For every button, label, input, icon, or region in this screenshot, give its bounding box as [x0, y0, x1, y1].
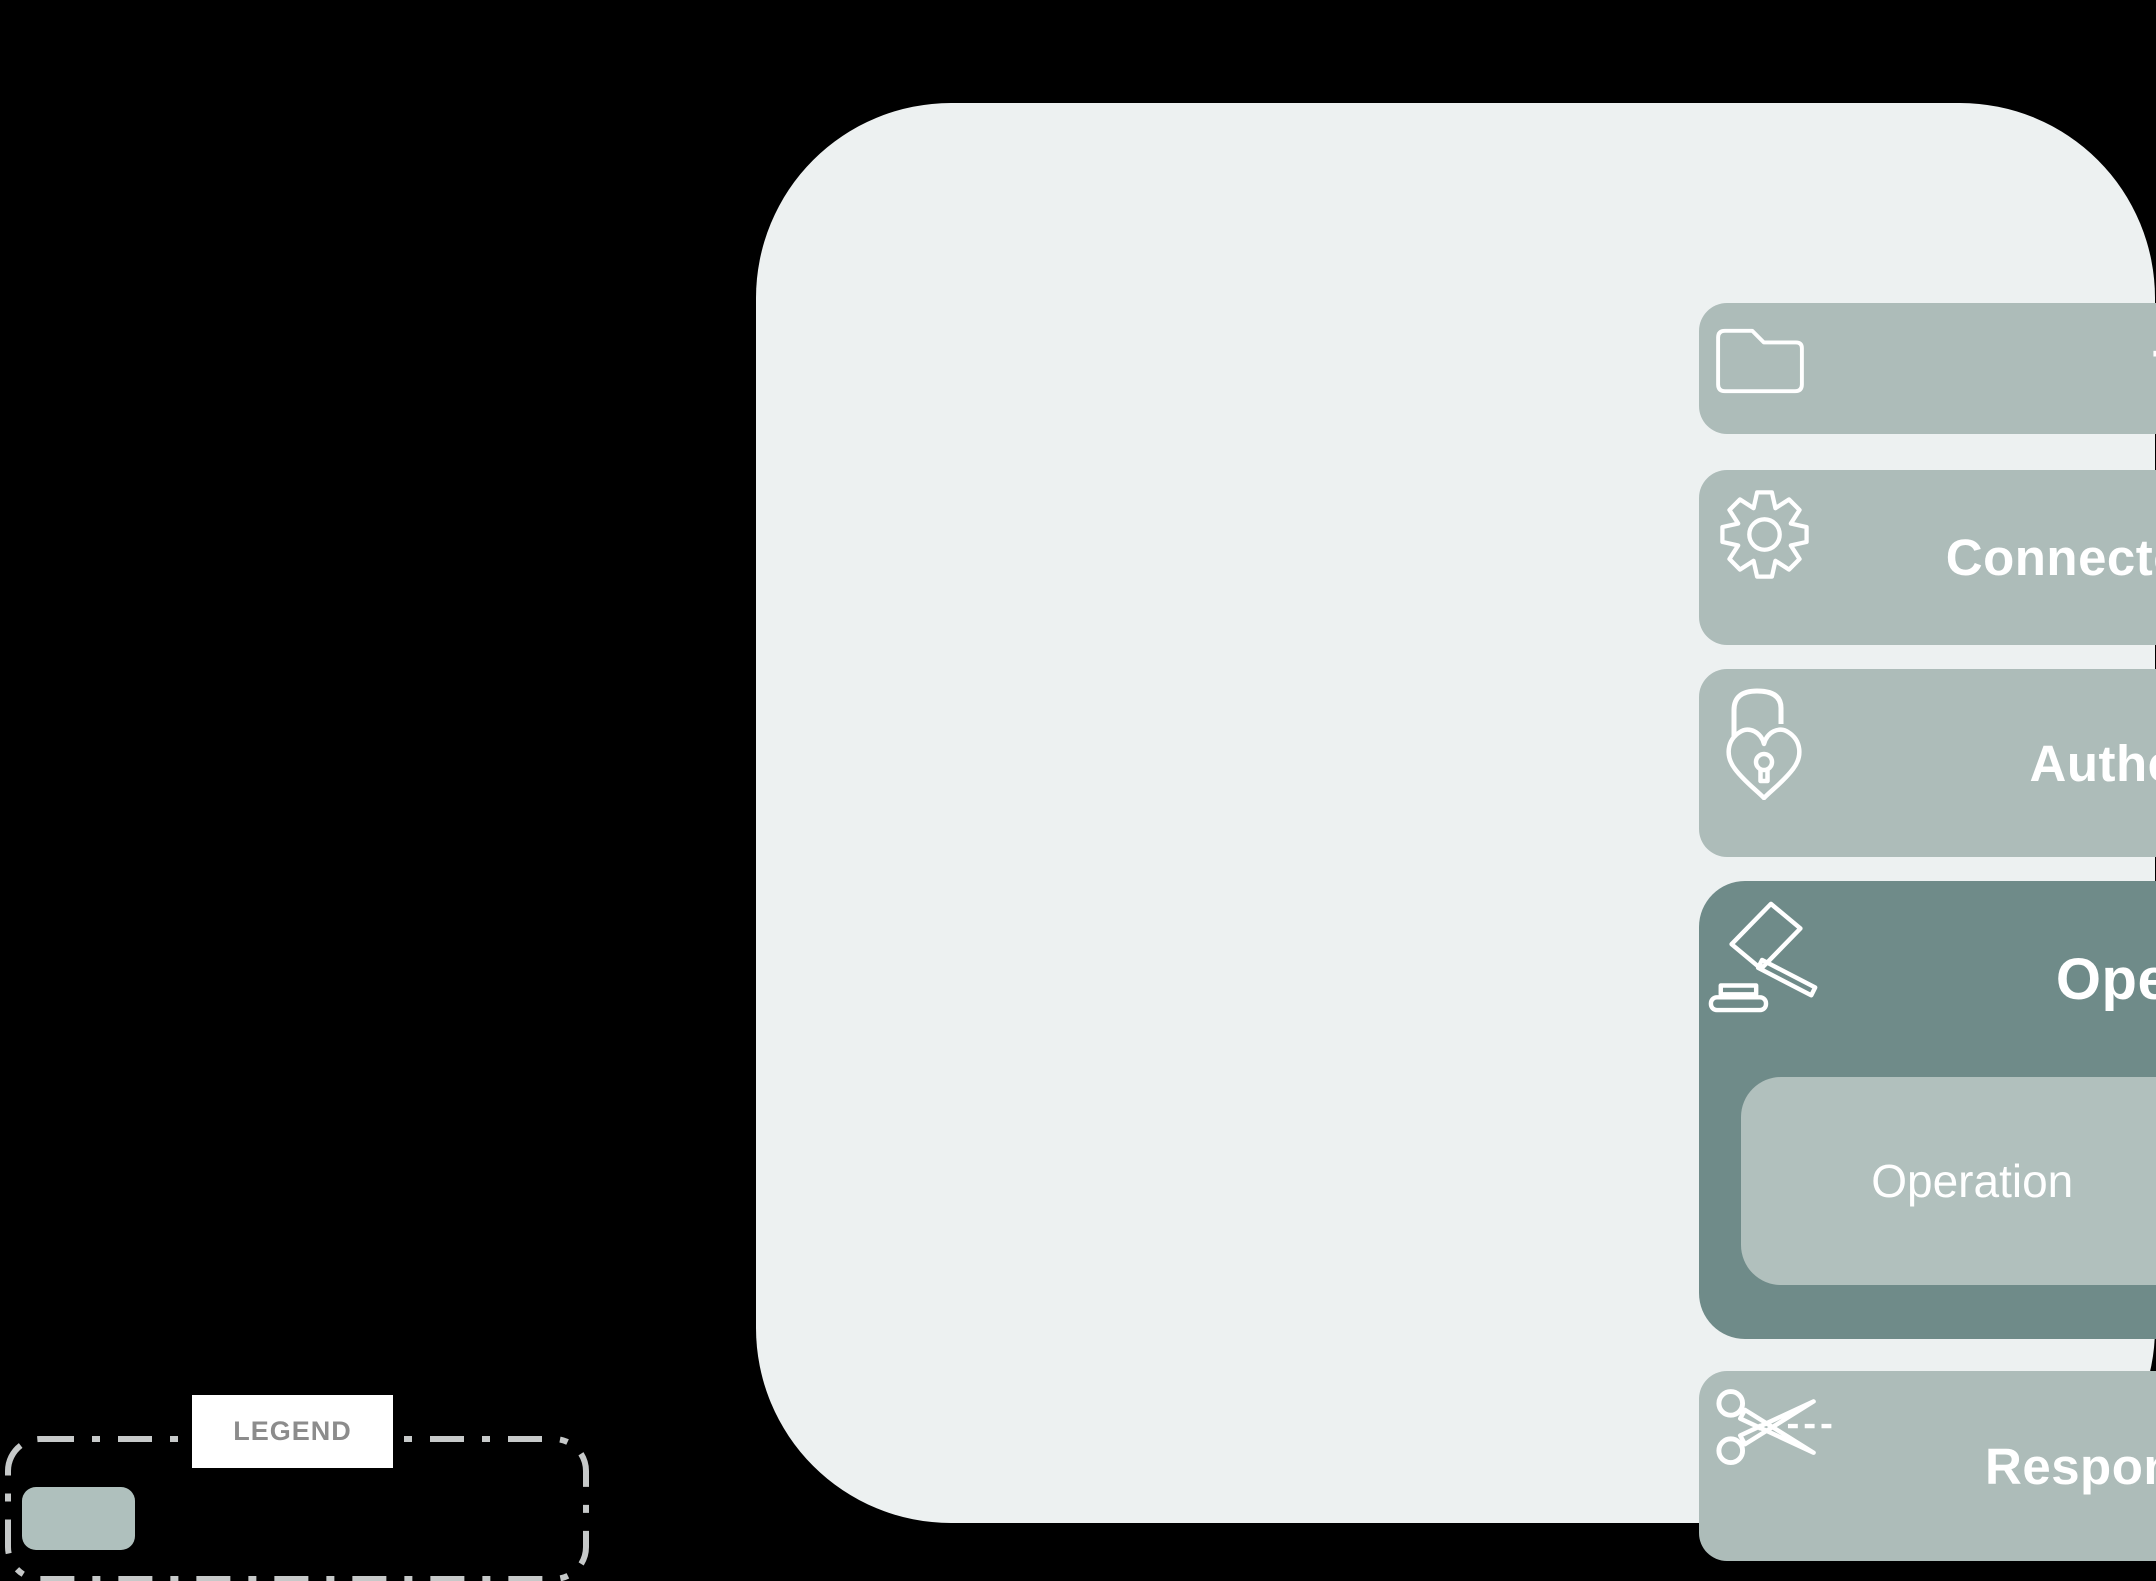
legend-title: LEGEND — [233, 1416, 352, 1446]
box-response-parsing-label: Response Parsing — [1985, 1437, 2156, 1495]
box-connector-properties: Connector Properties — [1699, 470, 2156, 645]
gavel-icon — [1707, 897, 1825, 1015]
operations-header: Operations — [1699, 881, 2156, 1077]
box-operations: Operations Operation Action — [1699, 881, 2156, 1339]
legend-swatch — [22, 1487, 135, 1550]
box-response-parsing: Response Parsing — [1699, 1371, 2156, 1561]
box-type-label: Type — [2153, 339, 2156, 398]
gear-icon — [1717, 487, 1812, 582]
box-operations-label: Operations — [2055, 946, 2156, 1012]
box-operation-label: Operation — [1871, 1155, 2074, 1207]
legend-title-box: LEGEND — [192, 1395, 393, 1468]
heart-padlock-icon — [1719, 688, 1809, 800]
box-authentication-label: Authentication — [2029, 734, 2156, 792]
connector-structure-panel: Type Connector Properties — [756, 103, 2156, 1561]
operations-children: Operation Action — [1741, 1077, 2156, 1285]
box-authentication: Authentication — [1699, 669, 2156, 857]
box-operation: Operation — [1741, 1077, 2156, 1285]
box-type: Type — [1699, 303, 2156, 434]
scissors-icon — [1711, 1385, 1859, 1477]
box-connector-properties-label: Connector Properties — [1945, 529, 2156, 586]
folder-icon — [1711, 323, 1809, 399]
